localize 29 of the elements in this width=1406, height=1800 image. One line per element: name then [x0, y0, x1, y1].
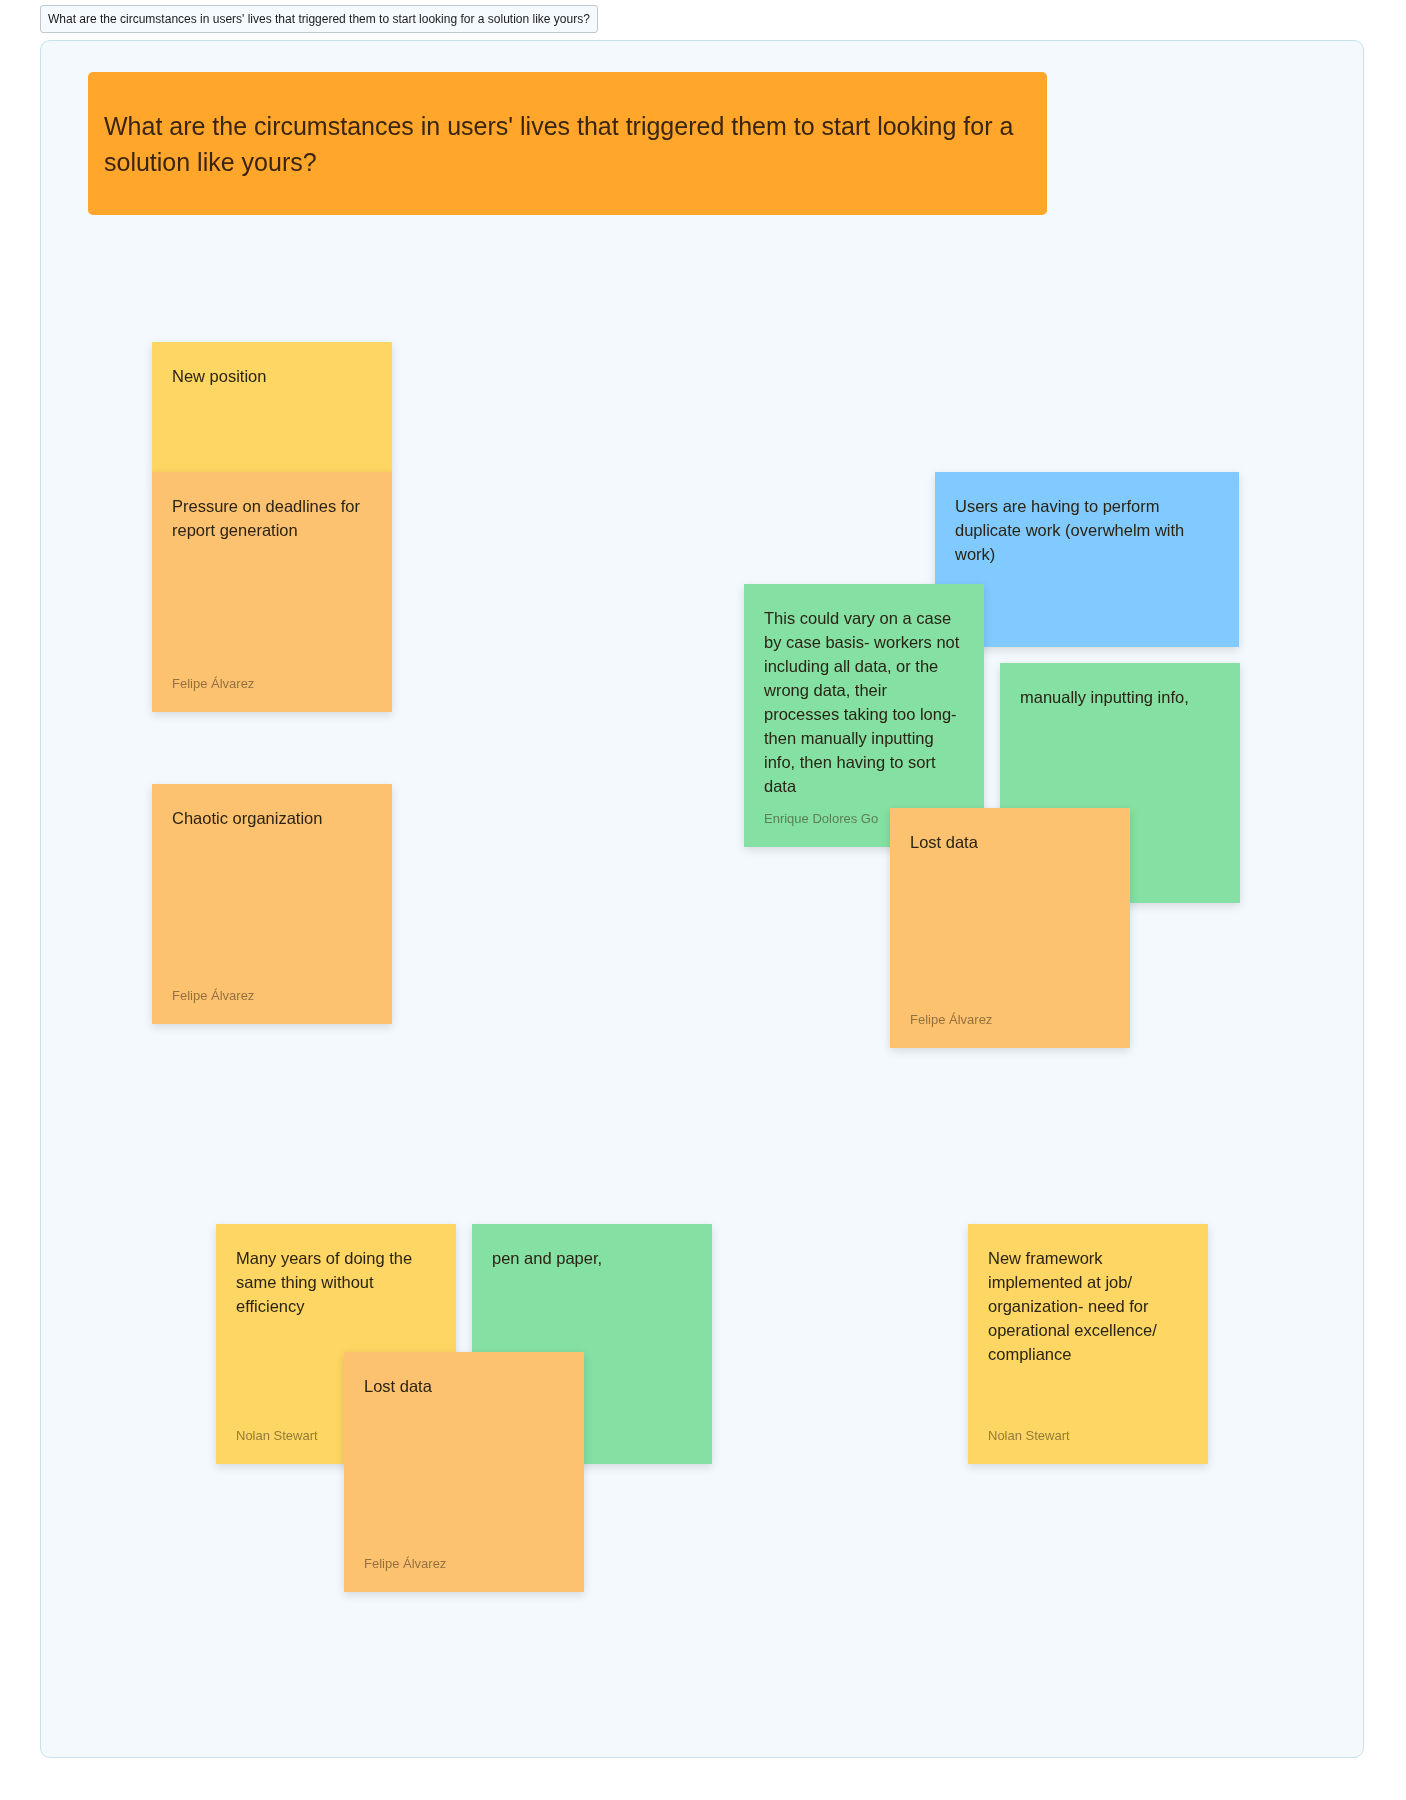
note-text: Lost data: [364, 1376, 433, 1397]
sticky-note: [152, 784, 392, 1024]
note-text: manually inputting info,: [1020, 687, 1190, 708]
sticky-note: [152, 472, 392, 712]
note-text: Users are having to perform duplicate work (overwhelm with work): [955, 496, 1186, 565]
author-name: Nolan Stewart: [988, 1428, 1070, 1444]
sticky-note: [890, 808, 1130, 1048]
note-text: Many years of doing the same thing without efficiency: [236, 1248, 414, 1317]
note-text: Pressure on deadlines for report generation: [172, 496, 362, 541]
author-name: Felipe Álvarez: [364, 1556, 447, 1572]
author-name: Enrique Dolores Go: [764, 811, 879, 827]
question-text: What are the circumstances in users' lives that triggered them to start looking for a solution like yours?: [104, 110, 1015, 178]
sticky-note: [344, 1352, 584, 1592]
author-name: Felipe Álvarez: [172, 988, 255, 1004]
note-text: This could vary on a case by case basis- workers not including all data, or the wrong data, their processes taking too long- then manually inputting info, then having to sort data: [764, 608, 961, 797]
sticky-note: [968, 1224, 1208, 1464]
board-frame: [40, 40, 1364, 1758]
sticky-note: [152, 342, 392, 472]
note-text: pen and paper,: [492, 1248, 604, 1269]
question-banner: [88, 72, 1047, 215]
note-text: Lost data: [910, 832, 979, 853]
author-name: Felipe Álvarez: [172, 676, 255, 692]
note-text: New framework implemented at job/ organization- need for operational excellence/ compliance: [988, 1248, 1158, 1365]
author-name: Felipe Álvarez: [910, 1012, 993, 1028]
frame-title: What are the circumstances in users' lives that triggered them to start looking for a solution like yours?: [40, 5, 598, 33]
note-text: New position: [172, 366, 268, 387]
author-name: Nolan Stewart: [236, 1428, 318, 1444]
sticky-note: [744, 584, 984, 847]
note-text: Chaotic organization: [172, 808, 324, 829]
